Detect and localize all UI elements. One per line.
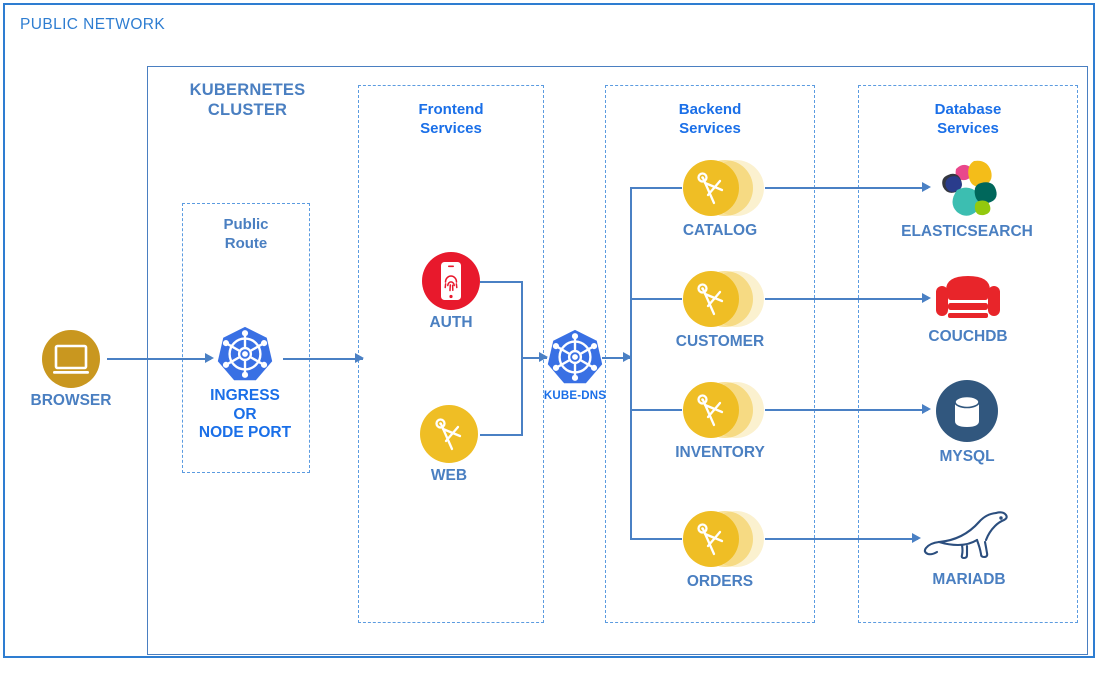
wire-kubedns-backend bbox=[602, 357, 632, 359]
arrow-orders-mariadb bbox=[912, 533, 921, 543]
zone-public-route bbox=[182, 203, 310, 473]
arrow-ingress-frontend bbox=[355, 353, 364, 363]
node-db-mysql[interactable]: MYSQL bbox=[936, 380, 998, 465]
wire-customer-couchdb bbox=[765, 298, 928, 300]
zone-frontend-services-title: Frontend Services bbox=[418, 101, 484, 138]
node-db-couchdb[interactable]: COUCHDB bbox=[928, 270, 1008, 345]
arrow-inventory-mysql bbox=[922, 404, 931, 414]
mysql-cylinder-icon bbox=[936, 380, 998, 442]
compass-service-icon bbox=[681, 158, 766, 218]
node-db-elasticsearch[interactable]: ELASTICSEARCH bbox=[901, 155, 1033, 240]
arrow-browser-ingress bbox=[205, 353, 214, 363]
kubernetes-cluster-frame bbox=[147, 66, 1088, 655]
wire-ingress-frontend bbox=[283, 358, 363, 360]
node-db-couchdb-label: COUCHDB bbox=[928, 328, 1008, 345]
wire-trunk-catalog bbox=[630, 187, 682, 189]
node-browser-label: BROWSER bbox=[30, 392, 112, 409]
node-backend-inventory[interactable]: INVENTORY bbox=[675, 380, 766, 461]
node-browser[interactable]: BROWSER bbox=[31, 330, 111, 409]
node-db-mysql-label: MYSQL bbox=[939, 448, 995, 465]
node-backend-catalog-label: CATALOG bbox=[682, 222, 758, 239]
wire-trunk-customer bbox=[630, 298, 682, 300]
arrow-catalog-elasticsearch bbox=[922, 182, 931, 192]
public-network-label: PUBLIC NETWORK bbox=[20, 16, 166, 33]
wire-web-bus bbox=[480, 434, 523, 436]
node-backend-catalog[interactable]: CATALOG bbox=[681, 158, 766, 239]
zone-backend-services-title: Backend Services bbox=[678, 101, 742, 138]
node-ingress-label: INGRESS OR NODE PORT bbox=[198, 387, 292, 442]
mariadb-seal-icon bbox=[918, 503, 1020, 565]
node-backend-orders-label: ORDERS bbox=[686, 573, 754, 590]
wire-trunk-inventory bbox=[630, 409, 682, 411]
kubernetes-helm-icon bbox=[546, 328, 604, 386]
wire-orders-mariadb bbox=[765, 538, 918, 540]
node-db-mariadb[interactable]: MARIADB bbox=[918, 503, 1020, 588]
node-kube-dns-label: KUBE-DNS bbox=[543, 390, 607, 402]
compass-service-icon bbox=[681, 509, 766, 569]
kubernetes-cluster-title: KUBERNETES CLUSTER bbox=[189, 81, 306, 120]
node-backend-orders[interactable]: ORDERS bbox=[681, 509, 766, 590]
node-auth-label: AUTH bbox=[429, 314, 473, 331]
wire-backend-trunk bbox=[630, 188, 632, 540]
zone-database-services bbox=[858, 85, 1078, 623]
elasticsearch-icon bbox=[934, 155, 1000, 219]
wire-auth-bus bbox=[480, 281, 523, 283]
node-web-label: WEB bbox=[430, 467, 468, 484]
fingerprint-phone-icon bbox=[422, 252, 480, 310]
browser-monitor-icon bbox=[42, 330, 100, 388]
wire-browser-ingress bbox=[107, 358, 211, 360]
node-db-mariadb-label: MARIADB bbox=[932, 571, 1006, 588]
node-backend-inventory-label: INVENTORY bbox=[675, 444, 765, 461]
node-kube-dns[interactable]: KUBE-DNS bbox=[544, 328, 606, 402]
arrow-customer-couchdb bbox=[922, 293, 931, 303]
zone-frontend-services bbox=[358, 85, 544, 623]
wire-trunk-kubedns bbox=[521, 357, 547, 359]
compass-service-icon bbox=[420, 405, 478, 463]
zone-backend-services bbox=[605, 85, 815, 623]
arrow-kubedns-backend bbox=[623, 352, 632, 362]
wire-trunk-orders bbox=[630, 538, 682, 540]
kubernetes-helm-icon bbox=[216, 325, 274, 383]
compass-service-icon bbox=[681, 380, 766, 440]
compass-service-icon bbox=[681, 269, 766, 329]
zone-database-services-title: Database Services bbox=[934, 101, 1002, 138]
wire-inventory-mysql bbox=[765, 409, 928, 411]
node-web[interactable]: WEB bbox=[420, 405, 478, 484]
public-network-frame bbox=[3, 3, 1095, 658]
node-ingress[interactable]: INGRESS OR NODE PORT bbox=[199, 325, 291, 441]
node-auth[interactable]: AUTH bbox=[422, 252, 480, 331]
node-backend-customer-label: CUSTOMER bbox=[675, 333, 765, 350]
node-db-elasticsearch-label: ELASTICSEARCH bbox=[901, 223, 1033, 240]
arrow-trunk-kubedns bbox=[539, 352, 548, 362]
zone-public-route-title: Public Route bbox=[223, 216, 269, 253]
node-backend-customer[interactable]: CUSTOMER bbox=[676, 269, 766, 350]
wire-catalog-elasticsearch bbox=[765, 187, 928, 189]
couchdb-sofa-icon bbox=[936, 270, 1000, 322]
